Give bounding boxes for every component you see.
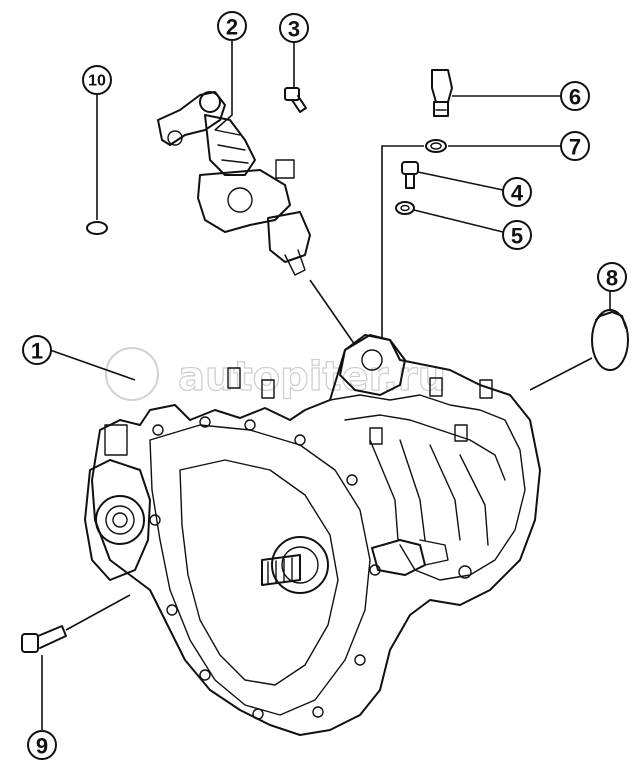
callout-3-label: 3	[288, 17, 300, 42]
callout-1-label: 1	[31, 339, 43, 364]
bolt-9	[21, 625, 67, 653]
plug-10	[86, 221, 108, 235]
callout-10-label: 10	[88, 73, 106, 90]
watermark: autopiter.ru	[105, 347, 447, 401]
leader-8b	[529, 357, 593, 391]
bolt-4	[401, 161, 419, 189]
switch-6	[431, 69, 453, 117]
callout-5: 5	[502, 220, 532, 250]
callout-6: 6	[560, 81, 590, 111]
leader-4	[417, 171, 504, 191]
leader-7-shaft	[381, 145, 424, 338]
callout-8-label: 8	[606, 266, 618, 291]
callout-4-label: 4	[511, 181, 524, 206]
callout-3: 3	[279, 13, 309, 43]
callout-10: 10	[82, 65, 112, 95]
callout-6-label: 6	[569, 85, 581, 110]
callout-9-label: 9	[36, 734, 48, 759]
callout-8: 8	[597, 262, 627, 292]
callout-1: 1	[22, 335, 52, 365]
leader-1	[49, 349, 136, 381]
callout-2: 2	[217, 11, 247, 41]
callout-4: 4	[502, 177, 532, 207]
leader-9b	[65, 594, 131, 631]
callout-7-label: 7	[569, 135, 581, 160]
callout-5-label: 5	[511, 224, 523, 249]
leader-lines	[41, 40, 611, 730]
callout-7: 7	[560, 131, 590, 161]
shift-control-assembly	[157, 91, 311, 276]
callout-9: 9	[27, 730, 57, 760]
transaxle-housing	[84, 334, 541, 736]
leader-shaft	[309, 279, 356, 346]
bolt-3	[284, 87, 307, 113]
oil-seal-8	[591, 309, 629, 371]
leader-2	[214, 40, 233, 131]
washer-5	[395, 201, 415, 215]
leader-5	[413, 209, 504, 233]
callout-2-label: 2	[226, 15, 238, 40]
gasket-7	[425, 139, 447, 153]
